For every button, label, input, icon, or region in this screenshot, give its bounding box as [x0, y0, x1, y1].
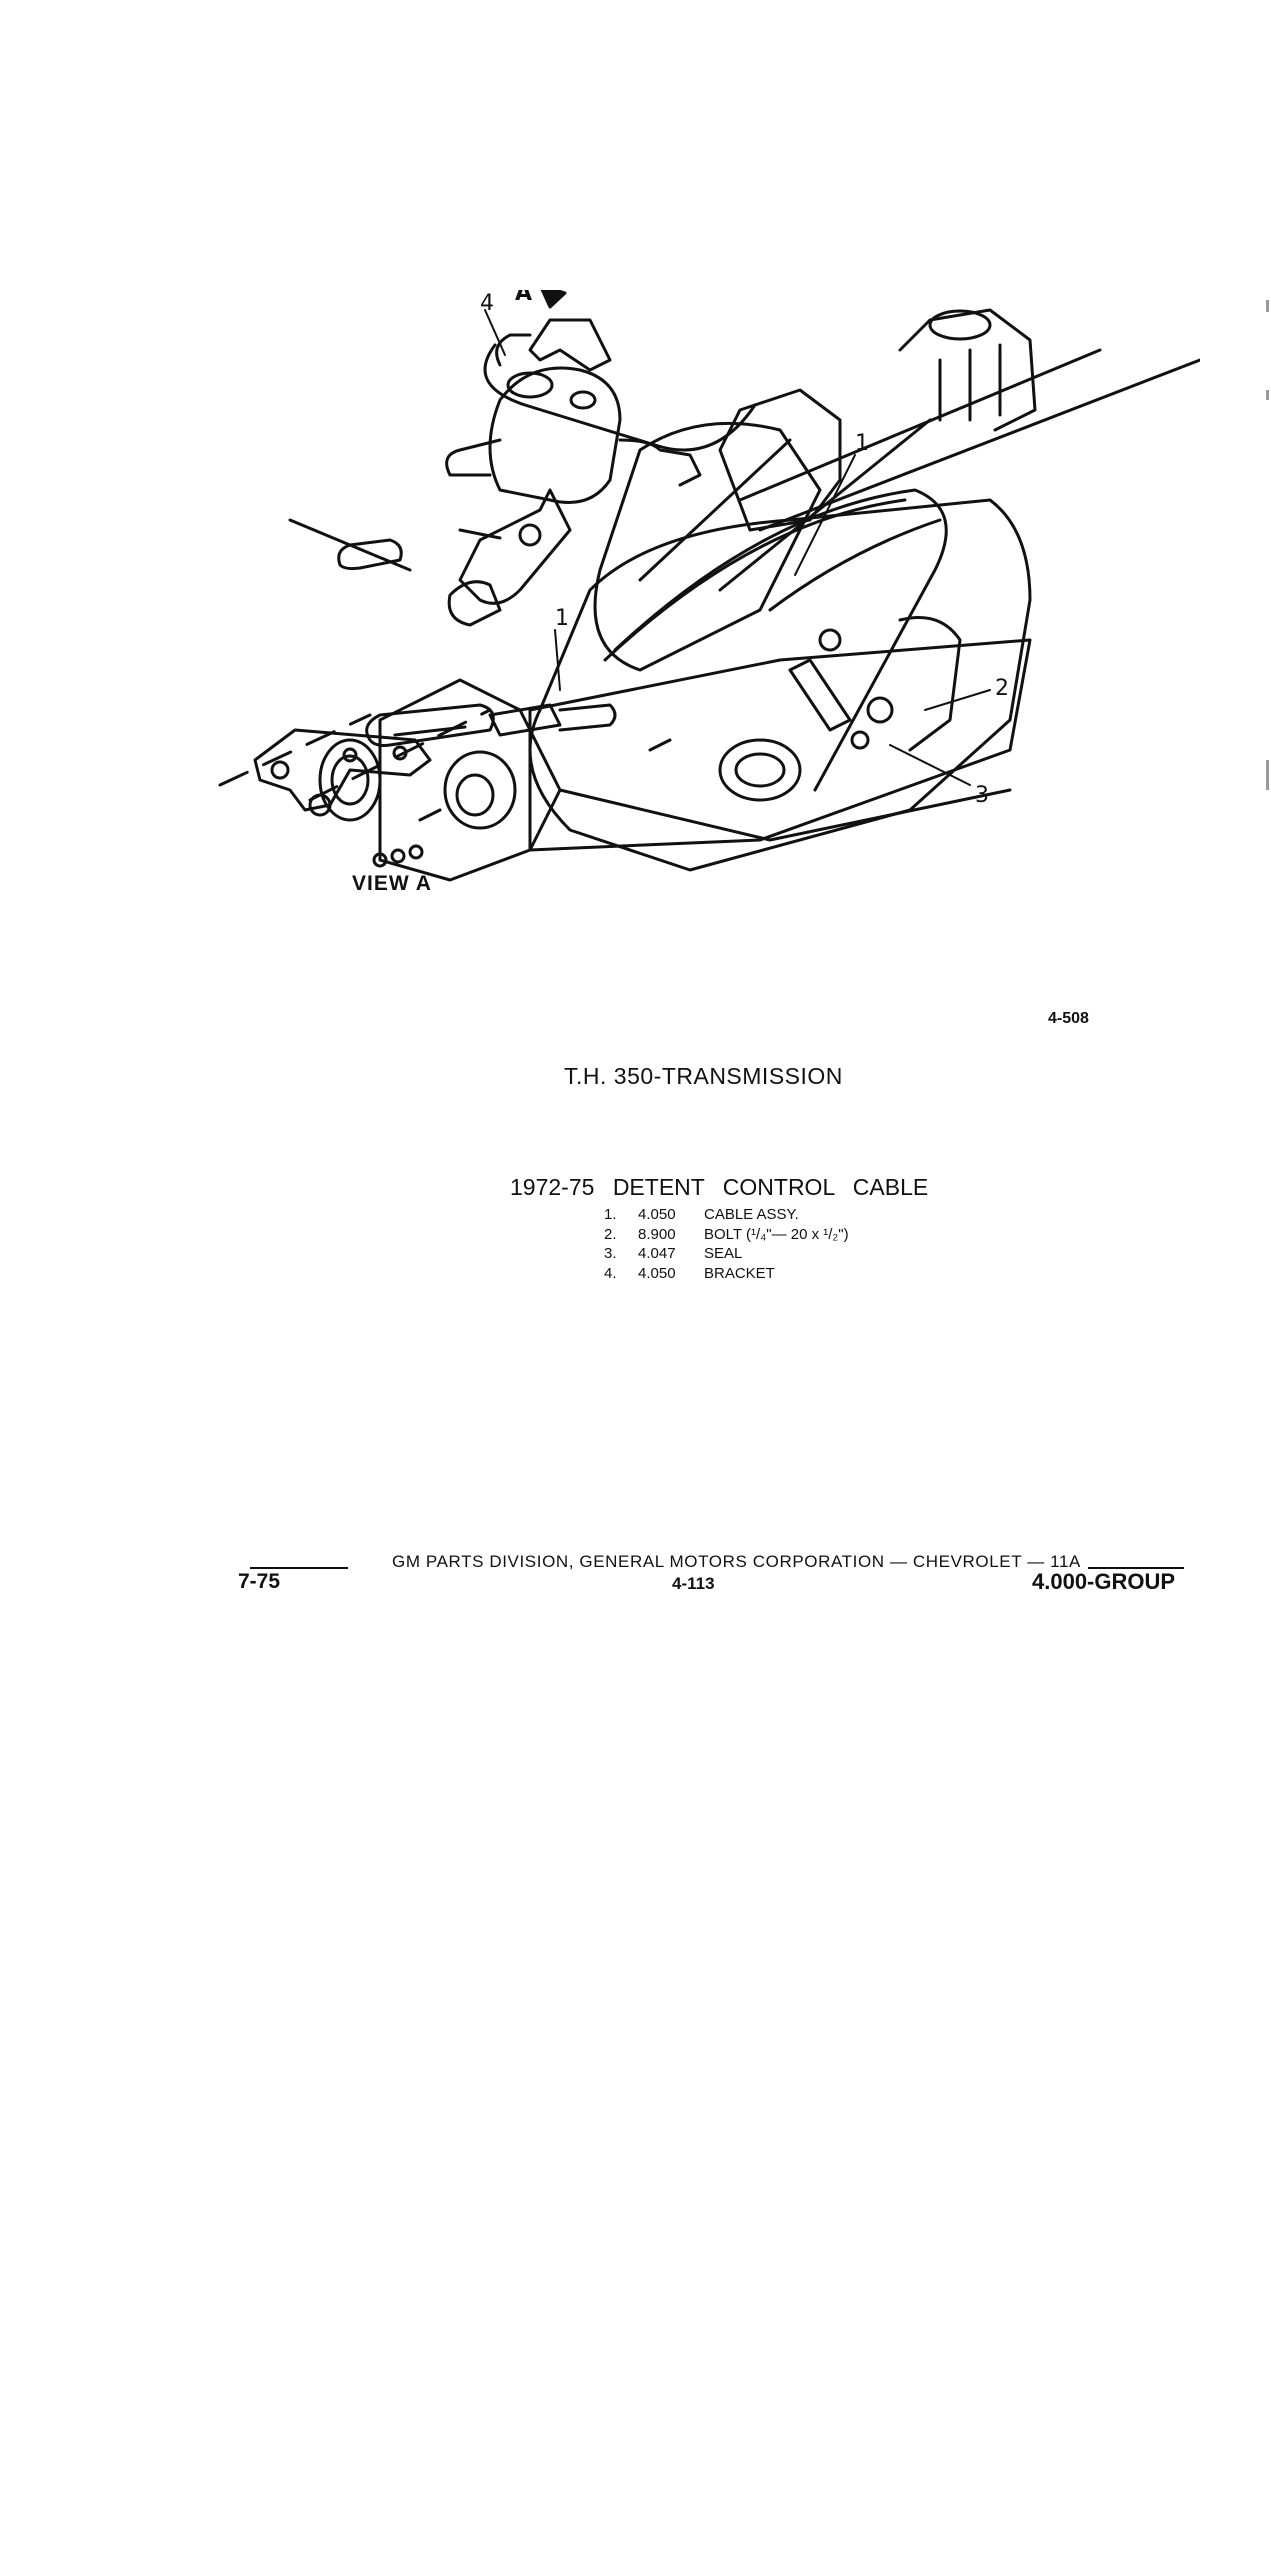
parts-list-item: 2. 8.900 BOLT (¹/₄"— 20 x ¹/₂")	[604, 1225, 849, 1245]
part-description: BRACKET	[704, 1264, 775, 1282]
footer-group: 4.000-GROUP	[1032, 1569, 1176, 1594]
arrow-label-a: A	[515, 290, 532, 306]
leader-1-main	[794, 454, 856, 576]
figure-title: T.H. 350-TRANSMISSION	[564, 1063, 843, 1089]
callout-4: 4	[480, 291, 494, 316]
leader-2	[924, 689, 991, 711]
leader-4	[484, 309, 506, 356]
transmission-illustration: 1 1 2 3 4 A	[218, 290, 1200, 882]
scan-edge-mark	[1266, 300, 1269, 312]
part-number: 1.	[604, 1206, 617, 1223]
part-code: 4.050	[638, 1264, 676, 1282]
parts-list-item: 4. 4.050 BRACKET	[604, 1264, 849, 1284]
view-a-arrow-icon	[540, 290, 567, 309]
footer-rule-right	[1088, 1567, 1184, 1569]
part-description: SEAL	[704, 1245, 743, 1262]
part-number: 2.	[604, 1225, 617, 1243]
parts-list-item: 1. 4.050 CABLE ASSY.	[604, 1205, 849, 1225]
transmission-assembly-drawing	[318, 308, 1200, 882]
part-code: 4.047	[638, 1245, 676, 1262]
part-number: 4.	[604, 1264, 617, 1282]
part-description: BOLT (¹/₄"— 20 x ¹/₂")	[704, 1225, 849, 1243]
section-years: 1972-75	[510, 1174, 595, 1200]
footer-date: 7-75	[238, 1570, 281, 1593]
part-code: 4.050	[638, 1206, 676, 1223]
parts-list: 1. 4.050 CABLE ASSY. 2. 8.900 BOLT (¹/₄"…	[604, 1205, 849, 1283]
scan-edge-mark	[1266, 760, 1269, 790]
figure-code: 4-508	[1048, 1010, 1089, 1027]
callout-1: 1	[855, 431, 869, 456]
callout-3: 3	[975, 783, 989, 808]
section-heading: 1972-75 DETENT CONTROL CABLE	[510, 1174, 928, 1201]
scan-edge-mark	[1266, 390, 1269, 400]
footer-page-number: 4-113	[672, 1574, 715, 1593]
footer-rule-left	[250, 1567, 348, 1569]
part-number: 3.	[604, 1245, 617, 1262]
callout-1-view-a: 1	[555, 606, 569, 631]
parts-list-item: 3. 4.047 SEAL	[604, 1244, 849, 1264]
callout-2: 2	[995, 676, 1009, 701]
section-title: DETENT CONTROL CABLE	[612, 1174, 929, 1200]
leader-1-view-a	[554, 629, 561, 691]
footer-publisher: GM PARTS DIVISION, GENERAL MOTORS CORPOR…	[392, 1552, 1081, 1571]
part-description: CABLE ASSY.	[704, 1206, 799, 1223]
part-code: 8.900	[638, 1225, 676, 1243]
view-a-label: VIEW A	[352, 872, 432, 895]
leader-3	[889, 744, 971, 786]
